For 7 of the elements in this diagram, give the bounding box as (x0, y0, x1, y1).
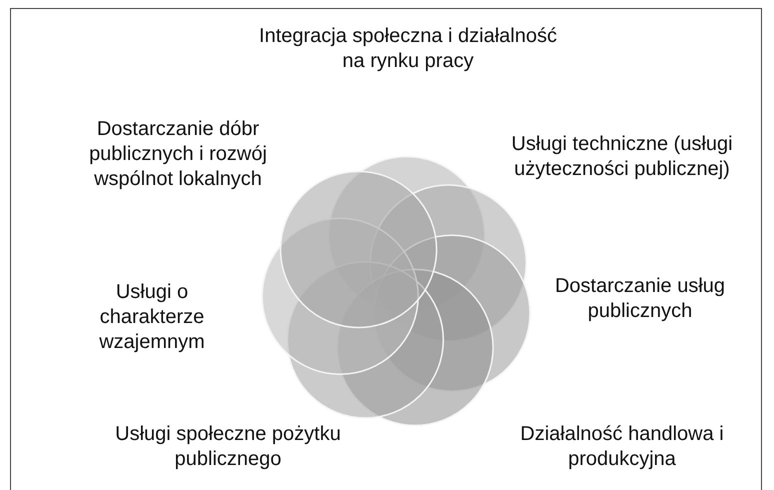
category-label: Dostarczanie dóbr publicznych i rozwój wspólnot lokalnych (88, 117, 268, 192)
category-label: Usługi społeczne pożytku publicznego (114, 422, 342, 472)
category-label: Usługi techniczne (usługi użyteczności publicznej) (510, 132, 734, 182)
category-label: Działalność handlowa i produkcyjna (519, 422, 725, 472)
category-label: Usługi o charakterze wzajemnym (98, 280, 206, 355)
category-label: Integracja społeczna i działalność na rynku pracy (258, 24, 558, 74)
category-label: Dostarczanie usług publicznych (554, 274, 726, 324)
